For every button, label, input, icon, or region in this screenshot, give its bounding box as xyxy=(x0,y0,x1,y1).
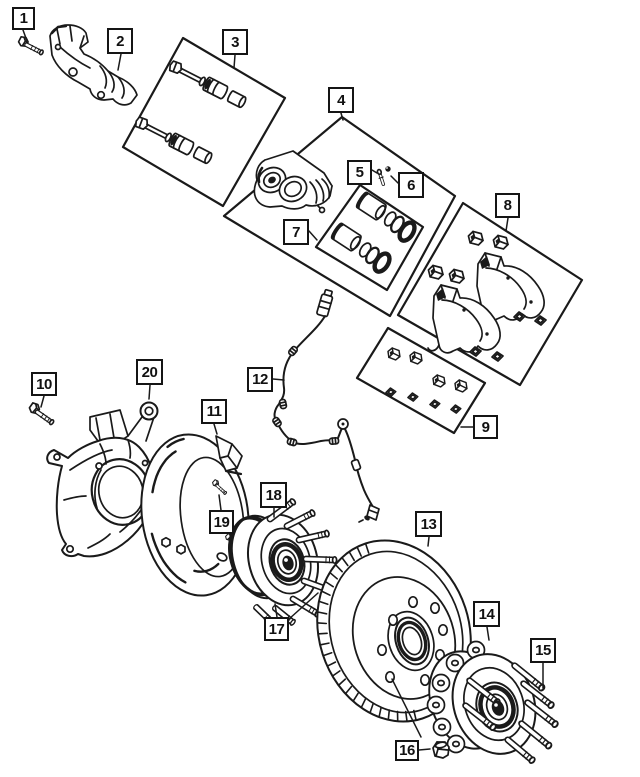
hub-nut-drawing xyxy=(432,741,450,759)
callout-6[interactable]: 6 xyxy=(398,172,424,198)
callout-3[interactable]: 3 xyxy=(222,29,248,55)
guide-pin-kit-box xyxy=(121,36,287,208)
callout-15[interactable]: 15 xyxy=(530,638,556,663)
callout-9[interactable]: 9 xyxy=(473,415,498,439)
bleeder-cap-drawing xyxy=(385,166,391,172)
callout-2[interactable]: 2 xyxy=(107,28,133,54)
piston-seal-kit-box xyxy=(314,183,425,292)
hub-bearing-outer-drawing xyxy=(426,640,559,765)
callout-leader-lines xyxy=(22,29,544,751)
brake-pad-kit-box xyxy=(396,201,584,387)
callout-5[interactable]: 5 xyxy=(347,160,372,185)
callout-12[interactable]: 12 xyxy=(247,367,273,392)
callout-11[interactable]: 11 xyxy=(201,399,227,424)
callout-19[interactable]: 19 xyxy=(209,510,234,534)
callout-17[interactable]: 17 xyxy=(264,617,289,641)
callout-10[interactable]: 10 xyxy=(31,372,57,396)
caliper-drawing xyxy=(253,150,333,214)
callout-8[interactable]: 8 xyxy=(495,193,520,218)
callout-7[interactable]: 7 xyxy=(283,219,309,245)
callout-13[interactable]: 13 xyxy=(415,511,442,537)
bleeder-screw-drawing xyxy=(376,168,386,187)
adapter-bolt-drawing xyxy=(17,35,45,56)
caliper-adapter-drawing xyxy=(49,24,138,106)
callout-18[interactable]: 18 xyxy=(260,482,287,508)
hub-bearing-front-drawing xyxy=(228,498,337,626)
steering-knuckle-drawing xyxy=(46,401,159,558)
pad-clip-kit-box xyxy=(355,326,487,435)
callout-20[interactable]: 20 xyxy=(136,359,163,385)
callout-1[interactable]: 1 xyxy=(12,7,35,30)
splash-shield-drawing xyxy=(140,433,250,597)
callout-16[interactable]: 16 xyxy=(395,740,419,761)
knuckle-bolt-drawing xyxy=(28,402,57,426)
callout-4[interactable]: 4 xyxy=(328,87,354,113)
abs-sensor-wire-drawing xyxy=(271,288,380,523)
callout-14[interactable]: 14 xyxy=(473,601,500,627)
